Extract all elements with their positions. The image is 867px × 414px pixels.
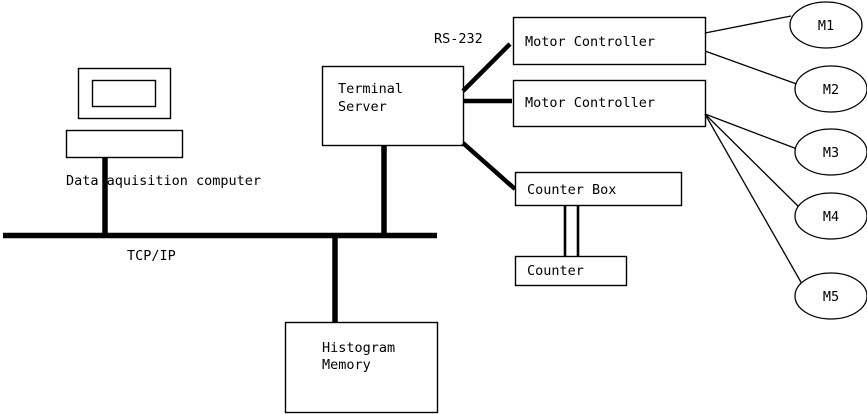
motor-m2-label: M2 [823, 82, 839, 98]
motor-m2-ellipse [794, 65, 867, 113]
histogram-memory-label-line1: Histogram [322, 340, 395, 356]
node-data-acquisition-computer: Data aquisition computer [65, 67, 261, 189]
monitor-screen [91, 79, 157, 108]
link-terminal-server-to-motor-controller-1 [461, 42, 512, 93]
node-counter: Counter [514, 255, 628, 287]
node-motor-m5: M5 [794, 272, 867, 320]
link-motor-controller-1-to-m2 [704, 50, 806, 88]
link-motor-controller-2-to-m4 [704, 113, 807, 215]
motor-m3-label: M3 [823, 145, 839, 161]
node-motor-m1: M1 [789, 1, 863, 49]
node-motor-controller-1: Motor Controller [512, 16, 707, 66]
motor-m1-ellipse [789, 1, 863, 49]
motor-controller-1-box [512, 16, 707, 66]
counter-box-label: Counter Box [527, 182, 616, 198]
link-motor-controller-1-to-m1 [704, 15, 792, 34]
motor-controller-2-box [512, 79, 707, 128]
motor-m5-ellipse [794, 272, 867, 320]
terminal-server-label-line2: Server [338, 99, 387, 115]
node-terminal-server: Terminal Server [321, 65, 465, 147]
tcpip-label: TCP/IP [127, 248, 176, 264]
node-motor-m2: M2 [794, 65, 867, 113]
node-histogram-memory: Histogram Memory [284, 321, 439, 414]
motor-controller-1-label: Motor Controller [525, 34, 655, 50]
node-motor-m4: M4 [794, 192, 867, 240]
node-motor-m3: M3 [794, 128, 867, 176]
histogram-memory-label-line2: Memory [322, 357, 371, 373]
motor-m4-label: M4 [823, 209, 839, 225]
counter-label: Counter [527, 263, 584, 279]
rs232-label: RS-232 [434, 31, 483, 47]
motor-controller-2-label: Motor Controller [525, 95, 655, 111]
terminal-server-box [321, 65, 465, 147]
histogram-memory-box [284, 321, 439, 414]
computer-base-unit [65, 129, 184, 159]
node-motor-controller-2: Motor Controller [512, 79, 707, 128]
counter-rect [514, 255, 628, 287]
link-motor-controller-2-to-m5 [704, 113, 807, 292]
link-motor-controller-2-to-m3 [704, 113, 806, 153]
link-terminal-server-to-counter-box [461, 141, 517, 191]
node-counter-box: Counter Box [514, 171, 683, 207]
motor-m3-ellipse [794, 128, 867, 176]
motor-m5-label: M5 [823, 289, 839, 305]
terminal-server-label-line1: Terminal [338, 81, 403, 97]
counter-box-rect [514, 171, 683, 207]
motor-m1-label: M1 [818, 18, 834, 34]
motor-m4-ellipse [794, 192, 867, 240]
computer-label: Data aquisition computer [66, 173, 261, 189]
